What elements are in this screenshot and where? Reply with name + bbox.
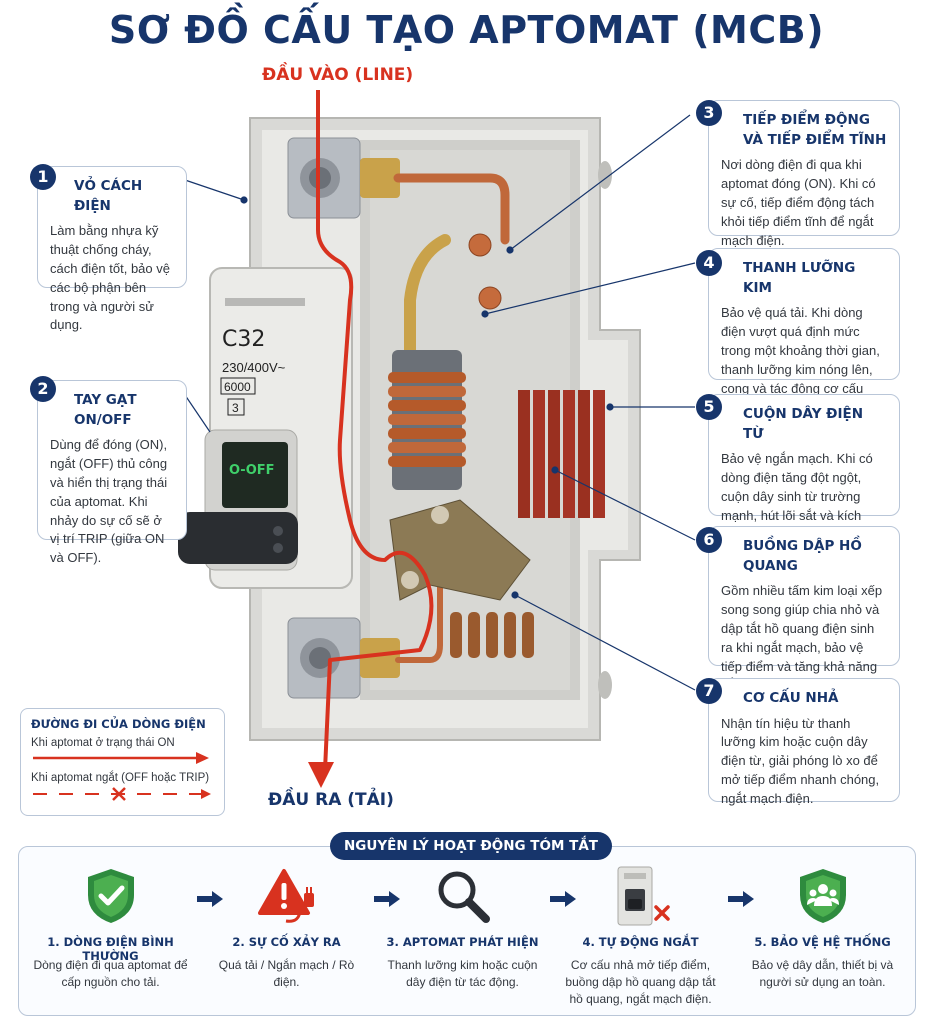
callout-number: 5 xyxy=(696,394,722,420)
legend-on-label: Khi aptomat ở trạng thái ON xyxy=(31,737,175,749)
page-title: SƠ ĐỒ CẤU TẠO APTOMAT (MCB) xyxy=(108,8,825,52)
step-desc: Dòng điện đi qua aptomat để cấp nguồn ch… xyxy=(33,958,188,989)
line-out-label: ĐẦU RA (TẢI) xyxy=(268,790,394,810)
summary-step: 1. DÒNG ĐIỆN BÌNH THƯỜNG Dòng điện đi qu… xyxy=(23,847,198,1017)
step-desc: Quá tải / Ngắn mạch / Rò điện. xyxy=(218,958,355,989)
step-title: 3. APTOMAT PHÁT HIỆN xyxy=(386,935,539,949)
current-arrow-icon xyxy=(308,762,334,788)
summary-panel: 1. DÒNG ĐIỆN BÌNH THƯỜNG Dòng điện đi qu… xyxy=(18,846,916,1016)
rating-text: C32 xyxy=(222,327,265,352)
callout-title: BUỒNG DẬP HỒ QUANG xyxy=(743,538,862,574)
arrow-right-icon xyxy=(550,891,576,907)
callout-bimetal: THANH LƯỠNG KIM Bảo vệ quá tải. Khi dòng… xyxy=(708,248,900,414)
summary-step: 3. APTOMAT PHÁT HIỆN Thanh lưỡng kim hoặ… xyxy=(375,847,550,1017)
callout-title: CUỘN DÂY ĐIỆN TỪ xyxy=(743,406,864,442)
voltage-text: 230/400V~ xyxy=(222,360,286,375)
step-title: 4. TỰ ĐỘNG NGẮT xyxy=(582,935,699,949)
step-title: 1. DÒNG ĐIỆN BÌNH THƯỜNG xyxy=(47,935,174,963)
callout-number: 2 xyxy=(30,376,56,402)
step-title: 5. BẢO VỆ HỆ THỐNG xyxy=(754,935,891,949)
callout-contacts: TIẾP ĐIỂM ĐỘNG VÀ TIẾP ĐIỂM TĨNH Nơi dòn… xyxy=(708,100,900,248)
arrow-right-icon xyxy=(197,891,223,907)
class-text: 3 xyxy=(232,401,239,415)
current-path xyxy=(316,90,434,771)
arrow-right-icon xyxy=(374,891,400,907)
step-title: 2. SỰ CỐ XẢY RA xyxy=(232,935,341,949)
arc-chamber xyxy=(518,390,605,518)
callout-insulated-case: VỎ CÁCH ĐIỆN Làm bằng nhựa kỹ thuật chốn… xyxy=(37,166,187,332)
callout-number: 3 xyxy=(696,100,722,126)
summary-step: 5. BẢO VỆ HỆ THỐNG Bảo vệ dây dẫn, thiết… xyxy=(735,847,910,1017)
callout-title: CƠ CẤU NHẢ xyxy=(743,690,839,706)
callout-title: TAY GẠT ON/OFF xyxy=(74,392,137,428)
summary-title: NGUYÊN LÝ HOẠT ĐỘNG TÓM TẮT xyxy=(330,832,612,860)
shield-people-icon xyxy=(800,869,846,923)
shield-check-icon xyxy=(88,869,134,923)
current-path-legend: ĐƯỜNG ĐI CỦA DÒNG ĐIỆN Khi aptomat ở trạ… xyxy=(20,708,225,816)
line-in-label: ĐẦU VÀO (LINE) xyxy=(262,65,414,85)
solenoid-coil xyxy=(388,372,466,467)
legend-off-line xyxy=(33,787,211,801)
callout-number: 4 xyxy=(696,250,722,276)
callout-arc-chamber: BUỒNG DẬP HỒ QUANG Gồm nhiều tấm kim loạ… xyxy=(708,526,900,692)
legend-on-line xyxy=(33,752,209,764)
callout-title: TIẾP ĐIỂM ĐỘNG VÀ TIẾP ĐIỂM TĨNH xyxy=(743,112,887,148)
summary-step: 2. SỰ CỐ XẢY RA Quá tải / Ngắn mạch / Rò… xyxy=(199,847,374,1017)
breaking-text: 6000 xyxy=(224,380,251,394)
step-desc: Thanh lưỡng kim hoặc cuộn dây điện từ tá… xyxy=(387,958,538,989)
callout-trip: CƠ CẤU NHẢ Nhận tín hiệu từ thanh lưỡng … xyxy=(708,678,900,806)
callout-desc: Dùng để đóng (ON), ngắt (OFF) thủ công v… xyxy=(50,437,168,566)
arrow-right-icon xyxy=(728,891,754,907)
summary-step: 4. TỰ ĐỘNG NGẮT Cơ cấu nhả mở tiếp điểm,… xyxy=(553,847,728,1017)
magnifier-icon xyxy=(438,871,490,923)
callout-coil: CUỘN DÂY ĐIỆN TỪ Bảo vệ ngắn mạch. Khi c… xyxy=(708,394,900,542)
step-desc: Cơ cấu nhả mở tiếp điểm, buồng dập hồ qu… xyxy=(565,958,716,1006)
moving-contact xyxy=(478,286,502,310)
switch-label: O-OFF xyxy=(229,463,275,478)
legend-title: ĐƯỜNG ĐI CỦA DÒNG ĐIỆN xyxy=(31,717,206,731)
switch-window xyxy=(222,442,288,508)
bimetal-strip xyxy=(404,234,451,486)
callout-title: THANH LƯỠNG KIM xyxy=(743,260,856,296)
callout-number: 1 xyxy=(30,164,56,190)
warning-plug-icon xyxy=(258,869,314,923)
callout-title: VỎ CÁCH ĐIỆN xyxy=(74,178,143,214)
mcb-diagram: C32 230/400V~ 6000 3 O-OFF xyxy=(178,90,696,788)
breaker-off-icon xyxy=(617,866,670,926)
callout-number: 6 xyxy=(696,527,722,553)
fixed-contact xyxy=(468,233,492,257)
spring xyxy=(450,612,534,658)
callout-desc: Làm bằng nhựa kỹ thuật chống cháy, cách … xyxy=(50,223,170,333)
toggle-lever xyxy=(178,512,298,564)
callout-desc: Nơi dòng điện đi qua khi aptomat đóng (O… xyxy=(721,157,876,248)
legend-off-label: Khi aptomat ngắt (OFF hoặc TRIP) xyxy=(31,772,210,784)
callout-number: 7 xyxy=(696,678,722,704)
callout-desc: Nhận tín hiệu từ thanh lưỡng kim hoặc cu… xyxy=(721,715,880,806)
step-desc: Bảo vệ dây dẫn, thiết bị và người sử dụn… xyxy=(751,958,894,989)
callout-toggle: TAY GẠT ON/OFF Dùng để đóng (ON), ngắt (… xyxy=(37,380,187,565)
